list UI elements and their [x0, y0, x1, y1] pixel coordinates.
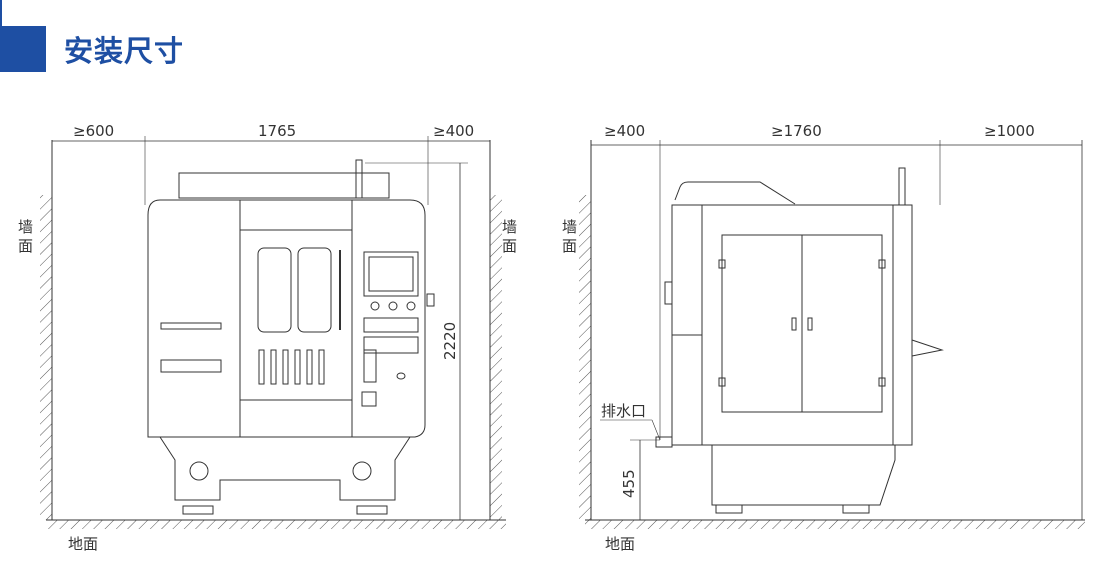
side-floor-hatch — [585, 520, 1085, 529]
side-hinge-4 — [878, 377, 886, 387]
side-rear-tray — [911, 339, 944, 357]
front-base-hole-right — [352, 461, 372, 481]
front-wall-right-hatch — [490, 195, 502, 520]
front-left-slot — [160, 322, 222, 330]
side-wall-label-2: 面 — [562, 237, 577, 255]
side-foot-right — [842, 504, 870, 514]
front-main-body — [147, 199, 426, 438]
front-vent-slots — [258, 349, 325, 385]
front-wall-right-label-1: 墙 — [502, 218, 517, 236]
front-wall-left-label-2: 面 — [18, 237, 33, 255]
front-base-hole-left — [189, 461, 209, 481]
front-wall-right-label-2: 面 — [502, 237, 517, 255]
front-knob-2 — [388, 301, 398, 311]
corner-accent-line — [0, 0, 2, 26]
front-window-right — [297, 247, 332, 333]
front-side-handle — [426, 293, 435, 307]
front-knob-3 — [406, 301, 416, 311]
front-dim-right-clearance: ≥400 — [433, 122, 474, 140]
front-left-vent — [160, 359, 222, 373]
side-front-panel — [671, 204, 703, 336]
front-dim-height: 2220 — [441, 322, 459, 360]
front-wall-left-label-1: 墙 — [18, 218, 33, 236]
side-wall-hatch — [579, 195, 591, 520]
front-control-strip-2 — [363, 336, 419, 354]
front-indicator — [396, 372, 406, 380]
side-rear-column — [892, 204, 913, 446]
side-base — [711, 445, 896, 506]
front-dim-width: 1765 — [258, 122, 296, 140]
front-view — [40, 136, 506, 529]
side-handle-right — [807, 317, 813, 331]
side-antenna — [898, 167, 906, 206]
front-window-left — [257, 247, 292, 333]
side-front-handle — [664, 281, 673, 305]
front-base — [159, 436, 411, 501]
front-emergency-stop — [363, 349, 377, 383]
front-antenna — [355, 159, 363, 199]
side-floor-label: 地面 — [605, 535, 635, 553]
side-lower-panel — [671, 334, 703, 446]
side-dim-right-clearance: ≥1000 — [984, 122, 1035, 140]
side-drain-outlet — [655, 436, 673, 448]
front-control-strip — [363, 317, 419, 333]
side-hinge-1 — [718, 259, 726, 269]
side-hinge-3 — [878, 259, 886, 269]
side-hinge-2 — [718, 377, 726, 387]
side-dim-left-clearance: ≥400 — [604, 122, 645, 140]
side-view — [579, 140, 1085, 529]
front-top-cover — [178, 172, 390, 199]
front-dim-left-clearance: ≥600 — [73, 122, 114, 140]
side-drain-height: 455 — [620, 469, 638, 498]
front-switch-box — [361, 391, 377, 407]
front-door-panel — [239, 229, 353, 401]
side-drain-label: 排水口 — [601, 402, 646, 420]
side-dim-depth: ≥1760 — [771, 122, 822, 140]
front-floor-label: 地面 — [68, 535, 98, 553]
side-wall-label-1: 墙 — [562, 218, 577, 236]
front-foot-right — [356, 505, 388, 515]
front-floor-hatch — [46, 520, 506, 529]
front-screen — [363, 251, 419, 297]
front-foot-left — [182, 505, 214, 515]
page-title: 安装尺寸 — [64, 34, 185, 68]
side-top-hood — [674, 181, 796, 205]
front-wall-left-hatch — [40, 195, 52, 520]
side-foot-left — [715, 504, 743, 514]
front-knob-1 — [370, 301, 380, 311]
title-accent-block — [0, 26, 46, 72]
front-door-frame — [239, 199, 353, 438]
side-handle-left — [791, 317, 797, 331]
front-screen-inner — [368, 256, 414, 292]
